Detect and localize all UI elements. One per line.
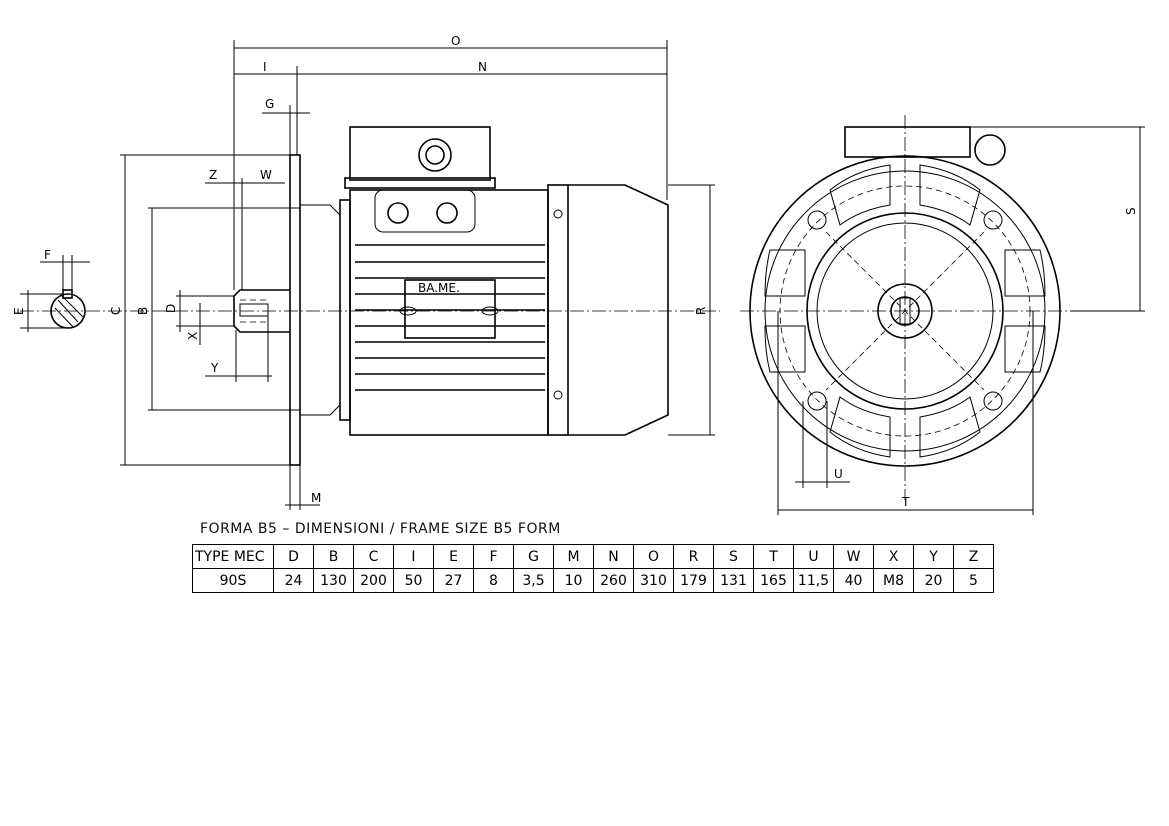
column-header: Y bbox=[913, 544, 954, 569]
table-cell: 130 bbox=[313, 568, 354, 593]
dim-label-t: T bbox=[901, 495, 910, 509]
table-cell: 5 bbox=[953, 568, 994, 593]
column-header: Z bbox=[953, 544, 994, 569]
column-header: S bbox=[713, 544, 754, 569]
side-view: BA.ME. O I N G Z W bbox=[20, 34, 720, 510]
table-cell: 27 bbox=[433, 568, 474, 593]
table-cell: 310 bbox=[633, 568, 674, 593]
cable-gland bbox=[418, 138, 452, 172]
table-cell: M8 bbox=[873, 568, 914, 593]
dim-label-f: F bbox=[44, 248, 51, 262]
shaft-section: E F bbox=[12, 248, 90, 332]
column-header: O bbox=[633, 544, 674, 569]
column-header: W bbox=[833, 544, 874, 569]
table-cell: 3,5 bbox=[513, 568, 554, 593]
column-header: T bbox=[753, 544, 794, 569]
dim-label-i: I bbox=[263, 60, 267, 74]
dim-label-w: W bbox=[260, 168, 272, 182]
dim-label-b: B bbox=[136, 307, 150, 315]
column-header: C bbox=[353, 544, 394, 569]
column-header: M bbox=[553, 544, 594, 569]
end-view: S T U bbox=[740, 115, 1145, 515]
column-header: D bbox=[273, 544, 314, 569]
dim-label-d: D bbox=[164, 304, 178, 313]
dim-label-e: E bbox=[12, 307, 26, 315]
dim-label-g: G bbox=[265, 97, 274, 111]
dim-label-u: U bbox=[834, 467, 843, 481]
table-cell: 11,5 bbox=[793, 568, 834, 593]
dim-label-y: Y bbox=[210, 361, 219, 375]
brand-plate-text: BA.ME. bbox=[418, 281, 460, 295]
table-cell: 40 bbox=[833, 568, 874, 593]
table-caption: FORMA B5 – DIMENSIONI / FRAME SIZE B5 FO… bbox=[200, 521, 561, 537]
column-header: TYPE MEC bbox=[192, 544, 274, 569]
table-cell: 131 bbox=[713, 568, 754, 593]
cooling-fins bbox=[355, 244, 545, 391]
table-cell: 8 bbox=[473, 568, 514, 593]
column-header: B bbox=[313, 544, 354, 569]
table-cell: 24 bbox=[273, 568, 314, 593]
column-header: R bbox=[673, 544, 714, 569]
column-header: N bbox=[593, 544, 634, 569]
table-cell: 50 bbox=[393, 568, 434, 593]
table-cell: 20 bbox=[913, 568, 954, 593]
dim-label-n: N bbox=[478, 60, 487, 74]
column-header: G bbox=[513, 544, 554, 569]
table-cell: 200 bbox=[353, 568, 394, 593]
dim-label-s: S bbox=[1124, 207, 1138, 215]
column-header: U bbox=[793, 544, 834, 569]
dim-label-o: O bbox=[451, 34, 460, 48]
table-cell: 179 bbox=[673, 568, 714, 593]
terminal-box bbox=[349, 126, 491, 181]
dim-label-z: Z bbox=[209, 168, 217, 182]
column-header: F bbox=[473, 544, 514, 569]
dim-label-r: R bbox=[694, 307, 708, 315]
table-cell: 10 bbox=[553, 568, 594, 593]
table-cell: 90S bbox=[192, 568, 274, 593]
dim-label-c: C bbox=[109, 307, 123, 315]
column-header: I bbox=[393, 544, 434, 569]
column-header: E bbox=[433, 544, 474, 569]
nameplate bbox=[404, 279, 496, 339]
dim-label-m: M bbox=[311, 491, 321, 505]
column-header: X bbox=[873, 544, 914, 569]
table-cell: 165 bbox=[753, 568, 794, 593]
table-cell: 260 bbox=[593, 568, 634, 593]
dim-label-x: X bbox=[186, 332, 200, 340]
